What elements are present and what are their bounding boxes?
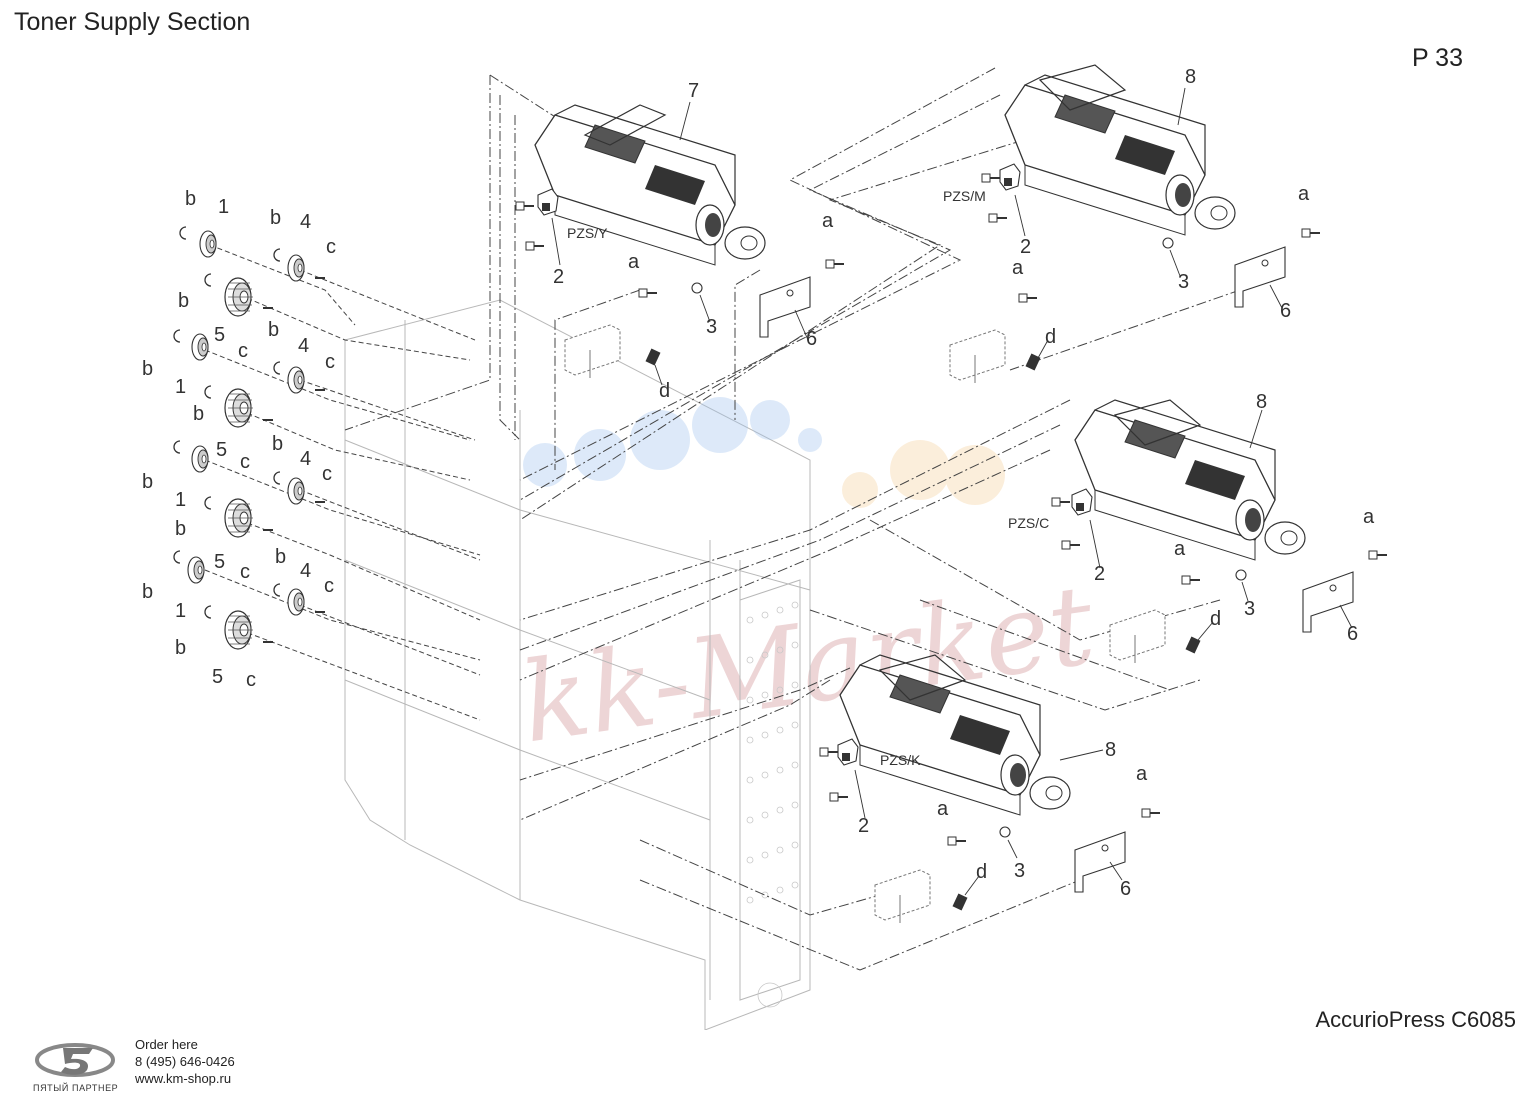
assembly-lines xyxy=(344,67,1241,971)
callout-c: c xyxy=(324,575,334,597)
callout-4: 4 xyxy=(300,448,311,470)
callout-1: 1 xyxy=(175,376,186,398)
callout-3: 3 xyxy=(706,316,717,338)
callout-labels: 7 8 8 8 2 2 2 2 3 3 3 3 6 6 6 6 a a a a … xyxy=(142,66,1375,900)
callout-8: 8 xyxy=(1105,739,1116,761)
callout-1: 1 xyxy=(175,489,186,511)
callout-5: 5 xyxy=(216,439,227,461)
sensors xyxy=(515,163,1093,802)
callout-2: 2 xyxy=(553,266,564,288)
callout-6: 6 xyxy=(1280,300,1291,322)
callout-a: a xyxy=(1136,763,1148,785)
website-link[interactable]: www.km-shop.ru xyxy=(135,1071,232,1086)
callout-a: a xyxy=(1298,183,1310,205)
callout-c: c xyxy=(240,561,250,583)
callout-6: 6 xyxy=(806,328,817,350)
dealer-block: ПЯТЫЙ ПАРТНЕР Order here 8 (495) 646-042… xyxy=(33,1036,293,1100)
model-name: AccurioPress C6085 xyxy=(1315,1007,1516,1032)
callout-1: 1 xyxy=(175,600,186,622)
unit-label-c: PZS/C xyxy=(1008,515,1049,531)
callout-c: c xyxy=(322,463,332,485)
callout-b: b xyxy=(142,471,153,493)
main-frame xyxy=(344,299,811,1030)
watermark-circles xyxy=(523,397,1005,508)
callout-c: c xyxy=(246,669,256,691)
page-title: Toner Supply Section xyxy=(14,8,251,36)
callout-3: 3 xyxy=(1178,271,1189,293)
callout-a: a xyxy=(1012,257,1024,279)
callout-8: 8 xyxy=(1256,391,1267,413)
parts-3 xyxy=(691,237,1247,838)
exploded-parts-diagram: 7 8 8 8 2 2 2 2 3 3 3 3 6 6 6 6 a a a a … xyxy=(142,64,1388,1030)
callout-4: 4 xyxy=(298,335,309,357)
callout-b: b xyxy=(270,207,281,229)
callout-b: b xyxy=(175,637,186,659)
callout-b: b xyxy=(175,518,186,540)
callout-b: b xyxy=(275,546,286,568)
callout-a: a xyxy=(628,251,640,273)
leader-lines xyxy=(551,87,1353,896)
clips-d xyxy=(645,348,1201,911)
callout-b: b xyxy=(272,433,283,455)
callout-d: d xyxy=(659,380,670,402)
dealer-contact: Order here 8 (495) 646-0426 www.km-shop.… xyxy=(135,1036,235,1087)
callout-6: 6 xyxy=(1347,623,1358,645)
callout-7: 7 xyxy=(688,80,699,102)
callout-d: d xyxy=(1210,608,1221,630)
page-number: P 33 xyxy=(1412,44,1463,72)
callout-2: 2 xyxy=(1020,236,1031,258)
gear-parts xyxy=(173,226,326,650)
callout-b: b xyxy=(142,358,153,380)
callout-6: 6 xyxy=(1120,878,1131,900)
callout-d: d xyxy=(1045,326,1056,348)
unit-labels: PZS/Y PZS/M PZS/C PZS/K xyxy=(567,188,1049,768)
callout-a: a xyxy=(937,798,949,820)
callout-a: a xyxy=(822,210,834,232)
callout-a: a xyxy=(1363,506,1375,528)
callout-8: 8 xyxy=(1185,66,1196,88)
callout-5: 5 xyxy=(212,666,223,688)
callout-3: 3 xyxy=(1014,860,1025,882)
unit-label-m: PZS/M xyxy=(943,188,986,204)
hopper-covers xyxy=(583,64,1202,701)
callout-c: c xyxy=(325,351,335,373)
callout-b: b xyxy=(193,403,204,425)
callout-5: 5 xyxy=(214,551,225,573)
callout-b: b xyxy=(268,319,279,341)
callout-2: 2 xyxy=(1094,563,1105,585)
callout-2: 2 xyxy=(858,815,869,837)
callout-a: a xyxy=(1174,538,1186,560)
gear-lines xyxy=(204,244,481,721)
callout-3: 3 xyxy=(1244,598,1255,620)
callout-1: 1 xyxy=(218,196,229,218)
callout-4: 4 xyxy=(300,211,311,233)
callout-4: 4 xyxy=(300,560,311,582)
callout-b: b xyxy=(178,290,189,312)
frame-perforations xyxy=(746,601,799,1008)
dealer-logo-icon xyxy=(35,1043,115,1077)
unit-label-k: PZS/K xyxy=(880,752,921,768)
order-label: Order here xyxy=(135,1037,198,1052)
callout-b: b xyxy=(142,581,153,603)
unit-label-y: PZS/Y xyxy=(567,225,608,241)
callout-5: 5 xyxy=(214,324,225,346)
callout-b: b xyxy=(185,188,196,210)
callout-c: c xyxy=(240,451,250,473)
phone-number: 8 (495) 646-0426 xyxy=(135,1054,235,1069)
dealer-name: ПЯТЫЙ ПАРТНЕР xyxy=(33,1083,119,1093)
callout-c: c xyxy=(238,340,248,362)
callout-c: c xyxy=(326,236,336,258)
callout-d: d xyxy=(976,861,987,883)
